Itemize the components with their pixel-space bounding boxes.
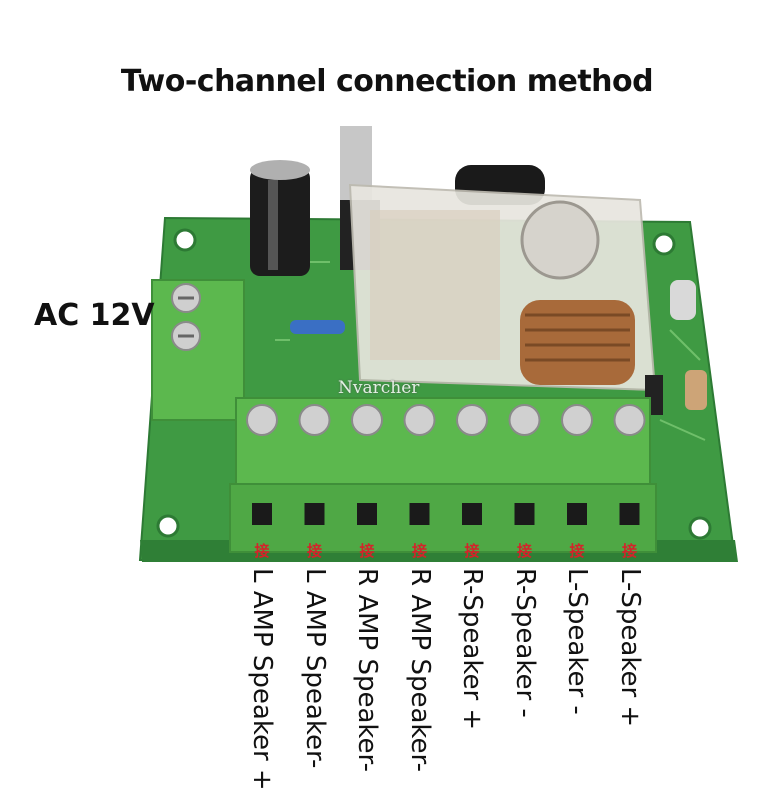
terminal-screw [298,404,331,436]
terminal-label: L AMP Speaker + [247,568,281,791]
capacitor [250,160,310,276]
terminal-label-text: R AMP Speaker- [352,568,382,772]
terminal-label: R AMP Speaker- [352,568,386,774]
ac-power-label: AC 12V [34,298,155,333]
terminal-label-text: L-Speaker - [562,568,592,715]
terminal-label: R-Speaker - [510,568,544,774]
terminal-screw [351,404,383,436]
speaker-terminal-block [229,397,657,553]
terminal-wire-slot [252,503,272,525]
terminal-mark: 接 [359,542,375,560]
terminal-wire-slot [357,503,377,525]
terminal-screw [403,404,436,436]
terminal-mark: 接 [621,542,637,560]
terminal-label-text: L AMP Speaker- [299,568,330,769]
terminal-label: L AMP Speaker- [300,568,334,774]
terminal-screw [561,404,593,436]
speaker-protection-board-photo [138,126,738,562]
terminal-label: L-Speaker - [562,568,596,774]
terminal-label-text: L AMP Speaker + [247,568,277,791]
terminal-mark: 接 [516,542,532,560]
terminal-screw [613,404,646,436]
page-title: Two-channel connection method [120,64,654,99]
terminal-screw [246,404,278,436]
terminal-label: R-Speaker + [457,568,491,774]
watermark: Nvarcher [338,378,420,398]
terminal-mark: 接 [411,542,427,560]
terminal-label-text: R AMP Speaker- [404,568,435,772]
ac-input-terminal [151,279,245,421]
terminal-wire-slot [304,503,325,525]
terminal-mark: 接 [569,542,585,560]
terminal-mark: 接 [306,542,322,560]
terminal-wire-slot [409,503,430,525]
terminal-screw [456,404,488,436]
terminal-screw [508,404,541,436]
terminal-mark: 接 [464,542,480,560]
relay [348,165,657,392]
terminal-mark: 接 [254,542,270,560]
terminal-wire-slot [567,503,587,525]
terminal-label: R AMP Speaker- [405,568,439,774]
terminal-label-text: R-Speaker + [457,568,487,731]
terminal-label: L-Speaker + [615,568,649,774]
terminal-label-text: R-Speaker - [509,568,540,718]
terminal-wire-slot [462,503,482,525]
resistors [290,280,707,415]
terminal-wire-slot [619,503,640,525]
terminal-label-text: L-Speaker + [614,568,645,728]
terminal-wire-slot [514,503,535,525]
